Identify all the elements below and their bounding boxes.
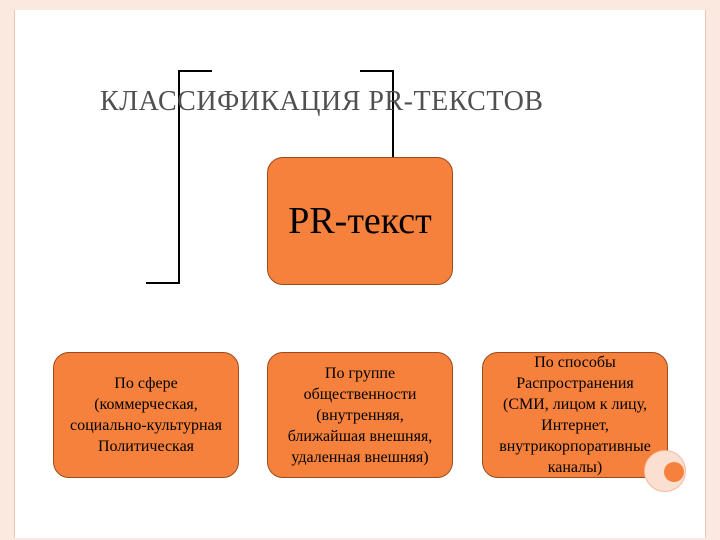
slide-title: КЛАССИФИКАЦИЯ PR-ТЕКСТОВ [100,86,544,117]
child-node-distribution: По способы Распространения (СМИ, лицом к… [482,352,668,478]
child-node-public-group: По группе общественности (внутренняя, бл… [267,352,453,478]
root-node: PR-текст [267,157,453,285]
node-text-line: Интернет, [541,417,609,434]
root-node-label: PR-текст [288,200,432,242]
node-text-line: (СМИ, лицом к лицу, [502,396,647,413]
node-text-line: (внутренняя, [316,406,404,424]
node-text-line: внутрикорпоративные [499,438,651,455]
left-bracket-foot [146,282,180,284]
left-bracket [178,70,212,284]
node-text-line: Распространения [516,375,634,392]
node-text-line: ближайшая внешняя, [287,427,433,445]
child-node-sphere: По сфере (коммерческая, социально-культу… [53,352,239,478]
node-text-line: Политическая [97,438,195,455]
node-text-line: (коммерческая, [94,396,198,413]
decorative-dot [664,462,684,482]
node-text-line: По группе [324,364,396,382]
node-text-line: По сфере [114,375,178,392]
node-text-line: социально-культурная [70,417,222,434]
node-text-line: По способы [534,354,616,371]
node-text-line: общественности [303,385,417,403]
node-text-line: каналы) [547,459,603,476]
node-text-line: удаленная внешняя) [291,448,429,466]
